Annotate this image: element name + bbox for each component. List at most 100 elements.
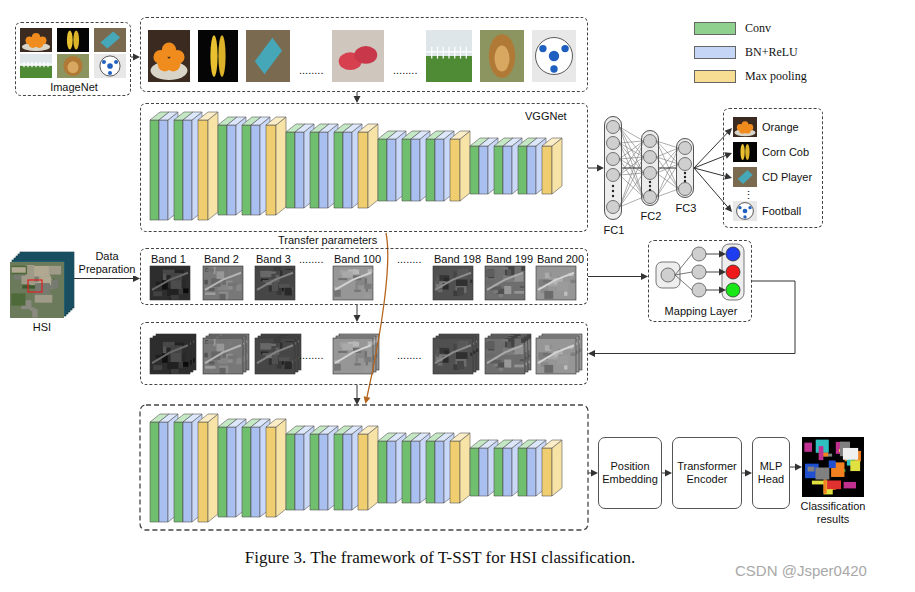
photo [743,215,746,218]
dashed-panel: Mapping Layer [648,240,752,322]
band-image [333,266,373,300]
band-image [520,286,524,288]
band-image [435,345,471,363]
layer-slab [527,146,536,194]
photo [744,127,751,134]
band-image [485,338,525,374]
connector [659,168,676,169]
band-image [255,338,295,374]
band-image [255,266,295,300]
layer-slab [527,138,537,194]
band-image [333,338,373,374]
connector-line [622,168,641,169]
ellipsis-dot [649,189,651,191]
node-label: VGGNet [525,110,567,123]
band-image [364,357,371,362]
watermark: CSDN @Jsper0420 [735,562,867,580]
layer-slab [286,434,295,510]
layer-slab [286,132,295,208]
fc-fill [641,130,659,206]
band-image [150,266,190,300]
arrow-head [719,251,726,258]
neuron [607,169,620,182]
layer-slab [460,131,470,201]
dashed-panel: ImageNet [15,22,131,96]
band-image [229,268,231,273]
fc-wire [620,141,644,175]
band-image [335,345,371,363]
layer-slab [183,414,193,522]
layer-slab [310,434,319,510]
photo [480,30,524,82]
band-image [549,345,551,350]
wire [675,254,692,275]
band-image [353,341,356,346]
band-image [438,289,443,292]
arrow-head [745,470,752,477]
band-image [167,362,178,370]
image-panel: HSI [10,252,74,318]
layer-slab [343,132,352,208]
photo [67,30,73,49]
class-label: Football [732,202,820,222]
band-image [457,287,464,295]
layer-slab [527,448,536,496]
hsi-image [37,283,50,292]
band-image [219,368,225,374]
fc-wire [620,157,644,175]
class-map [850,460,860,471]
channel-dot [726,247,740,261]
legend-label: Conv [745,21,771,35]
photo [35,62,36,68]
ellipsis-dot [612,185,614,187]
band-image [153,365,162,370]
connector-line [74,278,134,279]
band-image [485,269,494,277]
neuron [607,137,620,150]
class-label: CD Player [732,168,820,188]
layer-slab [319,434,328,510]
band-image [179,362,183,368]
band-image [171,295,179,300]
band-image [204,280,207,285]
connector [354,305,361,322]
node-label: Corn Cob [762,146,809,159]
photo [354,46,377,64]
band-image [473,351,475,354]
band-image [272,282,278,292]
neuron [679,183,692,196]
layer-slab [334,434,343,510]
layer-slab [435,441,444,503]
layer-slab [527,440,537,496]
band-image [209,288,215,291]
band-image [433,338,473,374]
arrow-head [588,350,595,357]
layer-slab [552,440,562,496]
photo [460,47,461,59]
node-label: Band 2 [204,253,239,266]
layer-slab [159,120,168,220]
photo [47,62,48,68]
layer-slab [251,419,261,517]
photo [63,56,82,76]
layer-slab [411,433,421,503]
layer-slab [276,419,286,517]
dashed-panel: ⋮OrangeCorn CobCD PlayerFootball [723,108,823,228]
band-image [507,342,511,349]
band-image [354,290,361,292]
layer-slab [479,138,489,194]
node-label: Football [762,205,801,218]
band-image [219,366,228,374]
band-image [229,341,231,346]
wire [675,275,692,290]
layer-slab [295,132,304,208]
layer-slab [266,419,286,427]
connector-line [742,473,746,474]
photo [737,203,754,220]
class-map [819,446,824,460]
fc-wire [620,157,644,207]
neuron [607,201,620,214]
ellipsis-dot [649,181,651,183]
dashed-panel: VGGNet [140,103,588,232]
